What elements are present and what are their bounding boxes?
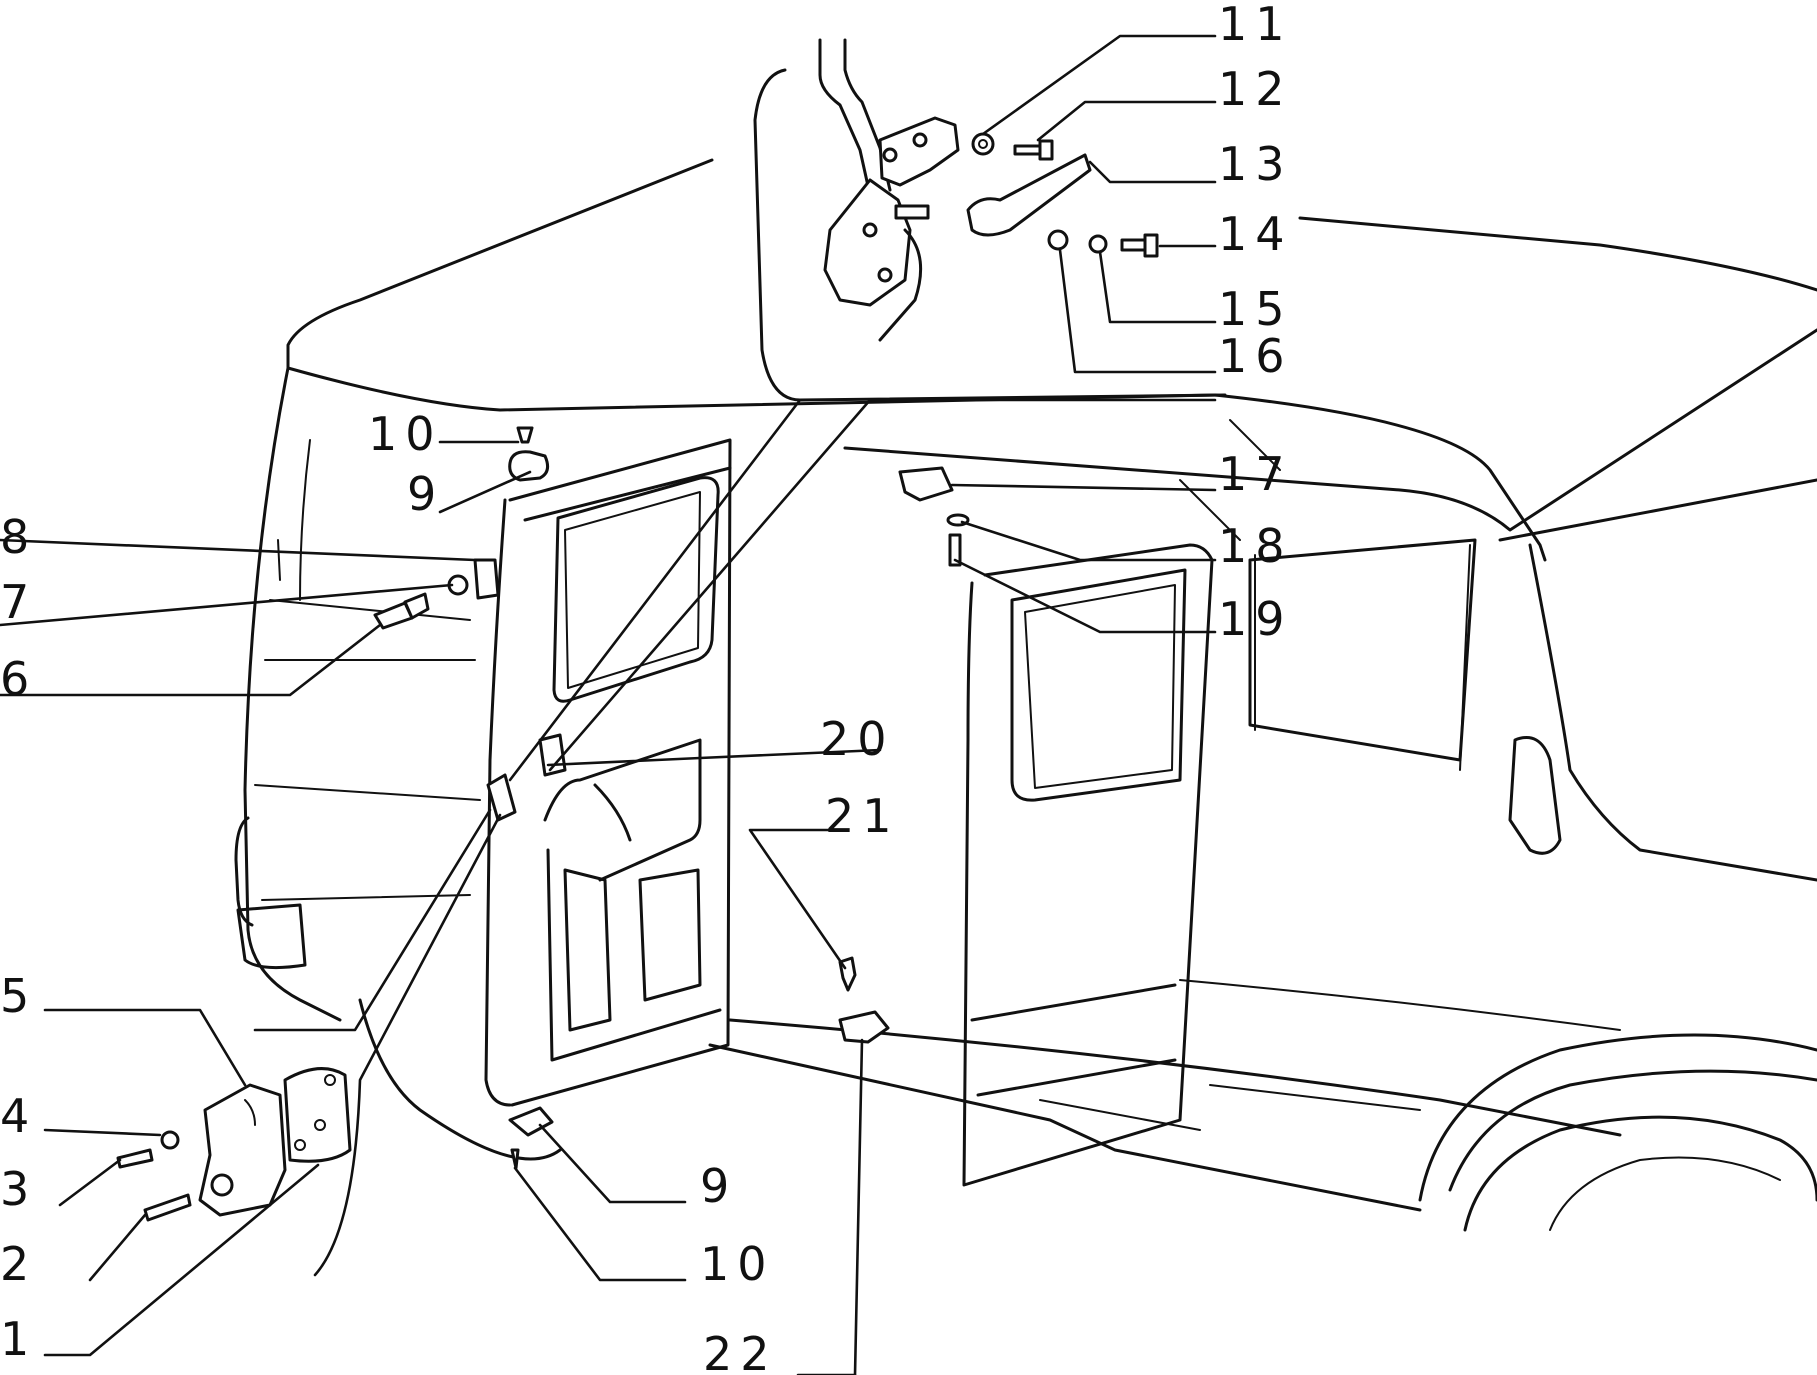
callout-16: 16 [1218,329,1293,383]
callout-15: 15 [1218,282,1293,336]
callout-5: 5 [0,969,37,1023]
callout-6: 6 [0,652,37,706]
callout-14: 14 [1218,207,1293,261]
bracket-part-9-bottom [508,1106,554,1137]
screw-part-10-bottom [510,1148,520,1170]
callout-21: 21 [825,789,900,843]
callout-4: 4 [0,1089,37,1143]
block-part-22 [838,1010,890,1044]
bolt-part-14 [1120,238,1147,252]
striker-part-20a [486,773,517,822]
striker-assembly-parts [116,1067,352,1222]
callout-1: 1 [0,1312,37,1366]
washer-part-4 [160,1130,180,1150]
bracket-part-9-top [508,450,550,482]
inset-parts [966,132,1159,258]
washer-part-15 [1088,234,1108,254]
callout-9-top: 9 [407,467,444,521]
callout-18: 18 [1218,519,1293,573]
washer-part-11 [971,132,995,156]
callout-8: 8 [0,510,37,564]
screw-part-10-top [516,426,534,444]
handle-part-13 [966,153,1092,237]
callout-2: 2 [0,1237,37,1291]
washer-part-16 [1047,229,1069,251]
callout-10-top: 10 [368,407,443,461]
housing-part-5 [198,1083,287,1217]
callout-3: 3 [0,1162,37,1216]
callout-20: 20 [820,712,895,766]
callout-13: 13 [1218,137,1293,191]
van-body-outline [234,158,1817,1232]
callout-19: 19 [1218,592,1293,646]
callout-labels: 11 12 13 14 15 16 10 9 8 7 6 17 18 19 20… [0,0,1293,1375]
plate-part-1 [283,1067,352,1163]
bolt-part-3 [116,1148,154,1169]
bolt-part-12 [1013,144,1042,156]
left-hardware-parts [373,426,970,1170]
callout-9-bottom: 9 [700,1159,737,1213]
callout-12: 12 [1218,62,1293,116]
callout-10-bottom: 10 [700,1237,775,1291]
callout-22: 22 [703,1327,778,1375]
bolt-part-2 [143,1193,192,1222]
hinge-part-8 [473,558,500,600]
leader-lines [0,34,1217,1375]
callout-11: 11 [1218,0,1293,51]
bolt-part-19 [948,533,962,567]
bracket-part-17 [898,466,954,502]
callout-7: 7 [0,575,37,629]
hinge-detail-inset [753,38,1227,402]
callout-17: 17 [1218,447,1293,501]
